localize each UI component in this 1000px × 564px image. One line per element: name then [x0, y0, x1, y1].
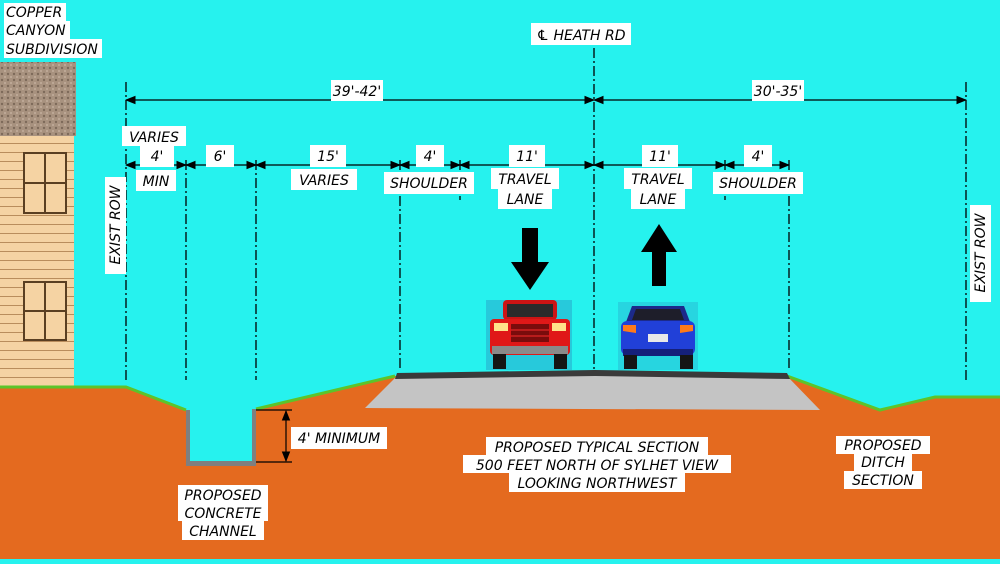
house-window-upper — [23, 152, 67, 214]
ditch-note-line3: SECTION — [852, 473, 914, 489]
house-window-lower — [23, 281, 67, 341]
exist-row-right: EXIST ROW — [973, 212, 989, 292]
lane-left-value: 11' — [516, 149, 538, 165]
subdivision-line2: CANYON — [6, 23, 66, 39]
grass-left — [0, 385, 187, 412]
varies-label: VARIES — [129, 130, 179, 146]
shoulder-left-label: SHOULDER — [390, 176, 468, 192]
channel-note-line1: PROPOSED — [184, 488, 261, 504]
subdivision-line3: SUBDIVISION — [6, 42, 98, 58]
section-note-line3: LOOKING NORTHWEST — [518, 476, 678, 492]
centerline-label: ℄ HEATH RD — [537, 28, 626, 44]
overall-dim-left-label: 39'-42' — [333, 84, 381, 100]
house-roof — [0, 62, 76, 136]
ditch-note-line2: DITCH — [861, 455, 905, 471]
grass-right — [786, 374, 1000, 412]
overall-dim-right-label: 30'-35' — [754, 84, 802, 100]
subdivision-line1: COPPER — [6, 5, 62, 21]
shoulder-left-value: 4' — [424, 149, 437, 165]
lane-left-line1: TRAVEL — [498, 172, 551, 188]
channel-water — [190, 410, 252, 461]
red-truck-icon — [486, 300, 572, 370]
blue-car-icon — [618, 302, 698, 370]
arrow-up-icon — [641, 224, 677, 286]
berm-label: VARIES — [299, 173, 349, 189]
lane-left-line2: LANE — [507, 192, 544, 208]
berm-value: 15' — [317, 149, 339, 165]
lane-right-value: 11' — [649, 149, 671, 165]
section-note-line1: PROPOSED TYPICAL SECTION — [495, 440, 700, 456]
ditch-note-line1: PROPOSED — [844, 438, 921, 454]
exist-row-left: EXIST ROW — [108, 184, 124, 264]
min-label: MIN — [143, 174, 170, 190]
label-backgrounds — [4, 3, 991, 540]
grass-middle — [255, 374, 396, 411]
channel-note-line3: CHANNEL — [189, 524, 256, 540]
shoulder-right-value: 4' — [752, 149, 765, 165]
channel-depth-label: 4' MINIMUM — [298, 431, 380, 447]
channel-width-value: 6' — [214, 149, 227, 165]
lane-right-line2: LANE — [640, 192, 677, 208]
channel-note-line2: CONCRETE — [184, 506, 261, 522]
road-surface — [395, 370, 790, 379]
shoulder-right-label: SHOULDER — [719, 176, 797, 192]
house — [0, 62, 76, 388]
pavement-base — [365, 376, 820, 410]
section-note-line2: 500 FEET NORTH OF SYLHET VIEW — [476, 458, 719, 474]
arrow-down-icon — [511, 228, 549, 290]
lane-right-line1: TRAVEL — [631, 172, 684, 188]
min-value: 4' — [151, 149, 164, 165]
